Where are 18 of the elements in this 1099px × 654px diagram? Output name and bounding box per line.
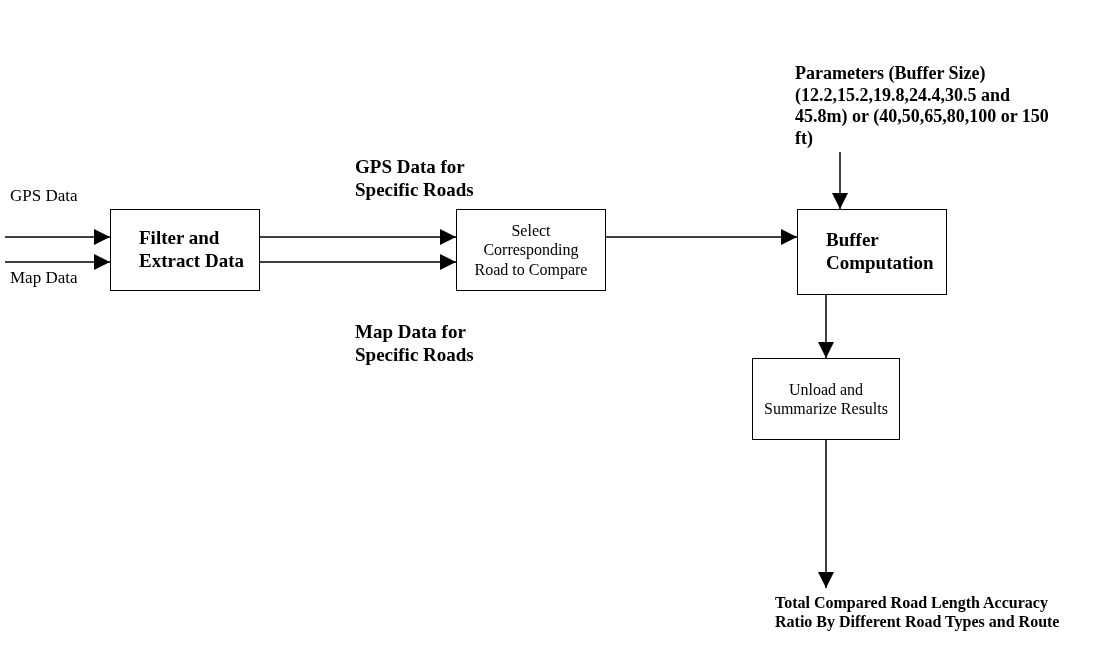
box-label: Filter and Extract Data	[139, 227, 245, 273]
arrow	[605, 229, 798, 245]
arrow	[832, 151, 848, 210]
output-text: Total Compared Road Length Accuracy Ratio By Different Road Types and Route	[775, 593, 1061, 632]
arrow	[818, 294, 834, 359]
process-box	[110, 209, 260, 291]
process-box	[456, 209, 606, 291]
arrow	[818, 439, 834, 589]
parameter-text: Parameters (Buffer Size) (12.2,15.2,19.8,24.4,30.5 and 45.8m) or (40,50,65,80,100 or 150 ft)	[795, 63, 1050, 150]
box-label: Buffer Computation	[826, 229, 935, 275]
process-box	[752, 358, 900, 440]
arrow	[259, 229, 457, 245]
process-box	[797, 209, 947, 295]
arrow	[259, 254, 457, 270]
arrow	[4, 229, 111, 245]
box-label: Select Corresponding Road to Compare	[473, 221, 589, 279]
arrow	[4, 254, 111, 270]
box-label: Unload and Summarize Results	[763, 379, 889, 419]
